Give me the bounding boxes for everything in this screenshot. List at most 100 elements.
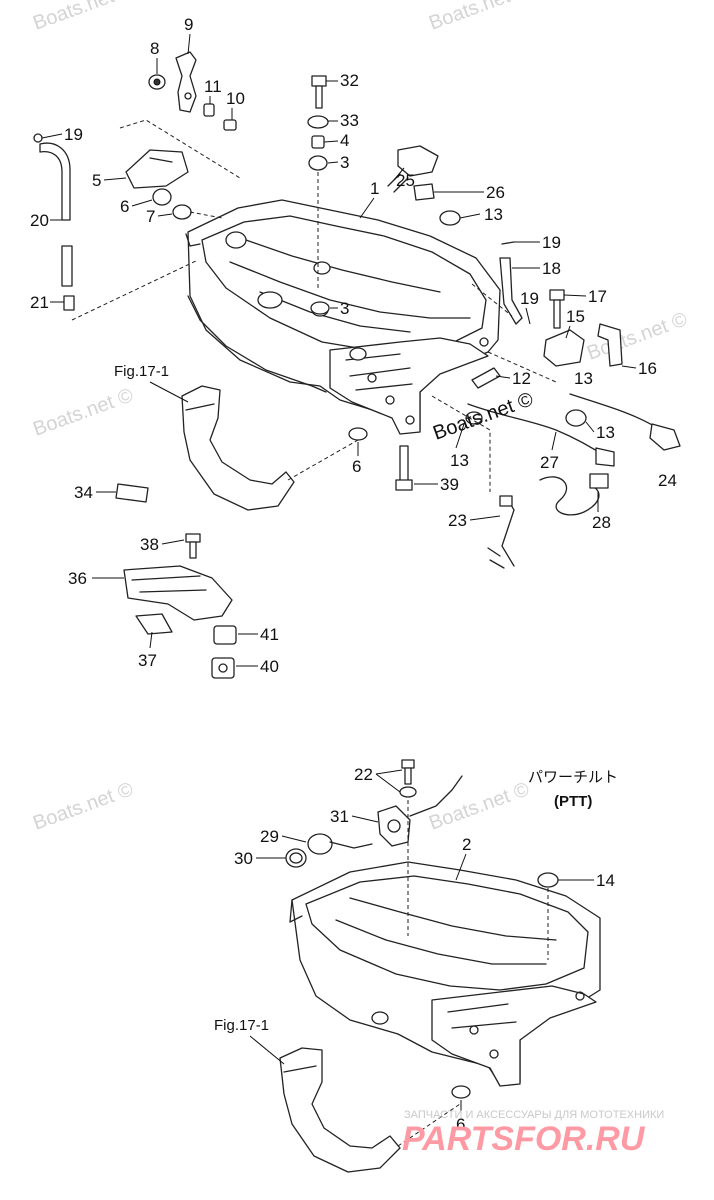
fig-ref-top: Fig.17-1 [114,363,169,380]
part-17-bolt [549,289,565,329]
part-36-bracket [123,565,233,621]
callout-label: 9 [184,15,193,34]
fig-ref-bottom: Fig.17-1 [214,1017,269,1034]
callout-label: 1 [370,179,379,198]
part-14-grommet [537,872,559,960]
watermark: Boats.net © [30,778,136,835]
part-40-grommet [211,657,235,679]
callout-label: 24 [658,471,677,490]
callout-label: 21 [30,293,49,312]
part-9-link [175,51,197,113]
callouts: 1 2 3 3 4 5 6 6 6 7 8 9 10 11 12 13 13 1… [30,15,677,1134]
watermark: Boats.net [30,0,117,35]
watermark: Boats.net © [426,778,532,835]
callout-label: 4 [340,131,349,150]
callout-label: 19 [64,125,83,144]
callout-label: 20 [30,211,49,230]
callout-label: 19 [520,289,539,308]
callout-label: 16 [638,359,657,378]
callout-label: 13 [574,369,593,388]
callout-label: 23 [448,511,467,530]
callout-label: 5 [92,171,101,190]
part-6-bushing [152,188,172,206]
callout-label: 39 [440,475,459,494]
callout-label: 25 [396,171,415,190]
part-37-plate [135,613,173,635]
part-5-shift-lever [125,149,189,189]
part-10-screw [223,119,237,131]
callout-label: 13 [484,205,503,224]
callout-label: 37 [138,651,157,670]
part-34-decal [115,483,149,503]
callout-label: 26 [486,183,505,202]
callout-label: 15 [566,307,585,326]
part-13-grommet [439,210,587,427]
part-22-bolt [399,759,417,798]
callout-label: 13 [450,451,469,470]
part-16-plug [597,323,623,367]
part-27-harness [467,403,615,467]
part-20-hose [33,133,73,287]
callout-label: 36 [68,569,87,588]
callout-label: 41 [260,625,279,644]
callout-label: 6 [120,197,129,216]
part-39-bolt [395,445,413,491]
ptt-english-label: (PTT) [554,793,592,810]
callout-label: 13 [596,423,615,442]
callout-label: 33 [340,111,359,130]
part-30-oring [285,848,307,868]
part-8-grommet [148,74,166,90]
part-33-washer [307,115,329,129]
center-watermark: Boats.net © [430,388,536,445]
callout-label: 40 [260,657,279,676]
callout-label: 32 [340,71,359,90]
callout-label: 18 [542,259,561,278]
watermark: Boats.net [426,0,513,35]
callout-label: 2 [462,835,471,854]
callout-label: 3 [340,299,349,318]
fig-17-1-cover-bottom [279,1047,461,1173]
part-32-bolt [311,75,327,109]
watermark: Boats.net © [30,384,136,441]
callout-label: 11 [204,77,222,96]
part-25-switch [387,145,439,193]
part-29-grommet [307,833,373,855]
callout-label: 28 [592,513,611,532]
callout-label: 10 [226,89,245,108]
part-7-collar [172,204,192,220]
part-4-collar [311,135,325,149]
callout-label: 22 [354,765,373,784]
callout-label: 6 [352,457,361,476]
bottom-cowling-ptt [289,861,601,1087]
callout-label: 6 [456,1115,465,1134]
callout-label: 19 [542,233,561,252]
callout-label: 12 [512,369,531,388]
part-26-clip [413,183,435,201]
callout-label: 38 [140,535,159,554]
part-21-fitting [63,295,75,311]
part-18-hose [499,241,523,325]
part-38-screw [185,533,201,559]
callout-label: 27 [540,453,559,472]
part-12-grommet [471,367,501,389]
callout-label: 3 [340,153,349,172]
brand-tagline: ЗАПЧАСТИ И АКСЕССУАРЫ ДЛЯ МОТОТЕХНИКИ [404,1109,664,1121]
brand-logo: PARTSFOR.RU [402,1120,646,1158]
callout-label: 29 [260,827,279,846]
ptt-japanese-label: パワーチルト [528,768,618,786]
part-11-nut [203,103,215,117]
callout-label: 30 [234,849,253,868]
bottom-cowling-top [185,199,501,435]
part-3-grommet [308,155,330,315]
part-15-relay [543,329,585,367]
callout-label: 34 [74,483,93,502]
fig-17-1-cover-top [181,385,359,511]
part-41-grommet [213,625,237,645]
callout-label: 17 [588,287,607,306]
callout-label: 7 [146,207,155,226]
part-31-plate [377,775,463,847]
part-24-connector [569,393,681,451]
part-23-wire [487,495,515,569]
callout-label: 8 [150,39,159,58]
callout-label: 14 [596,871,615,890]
